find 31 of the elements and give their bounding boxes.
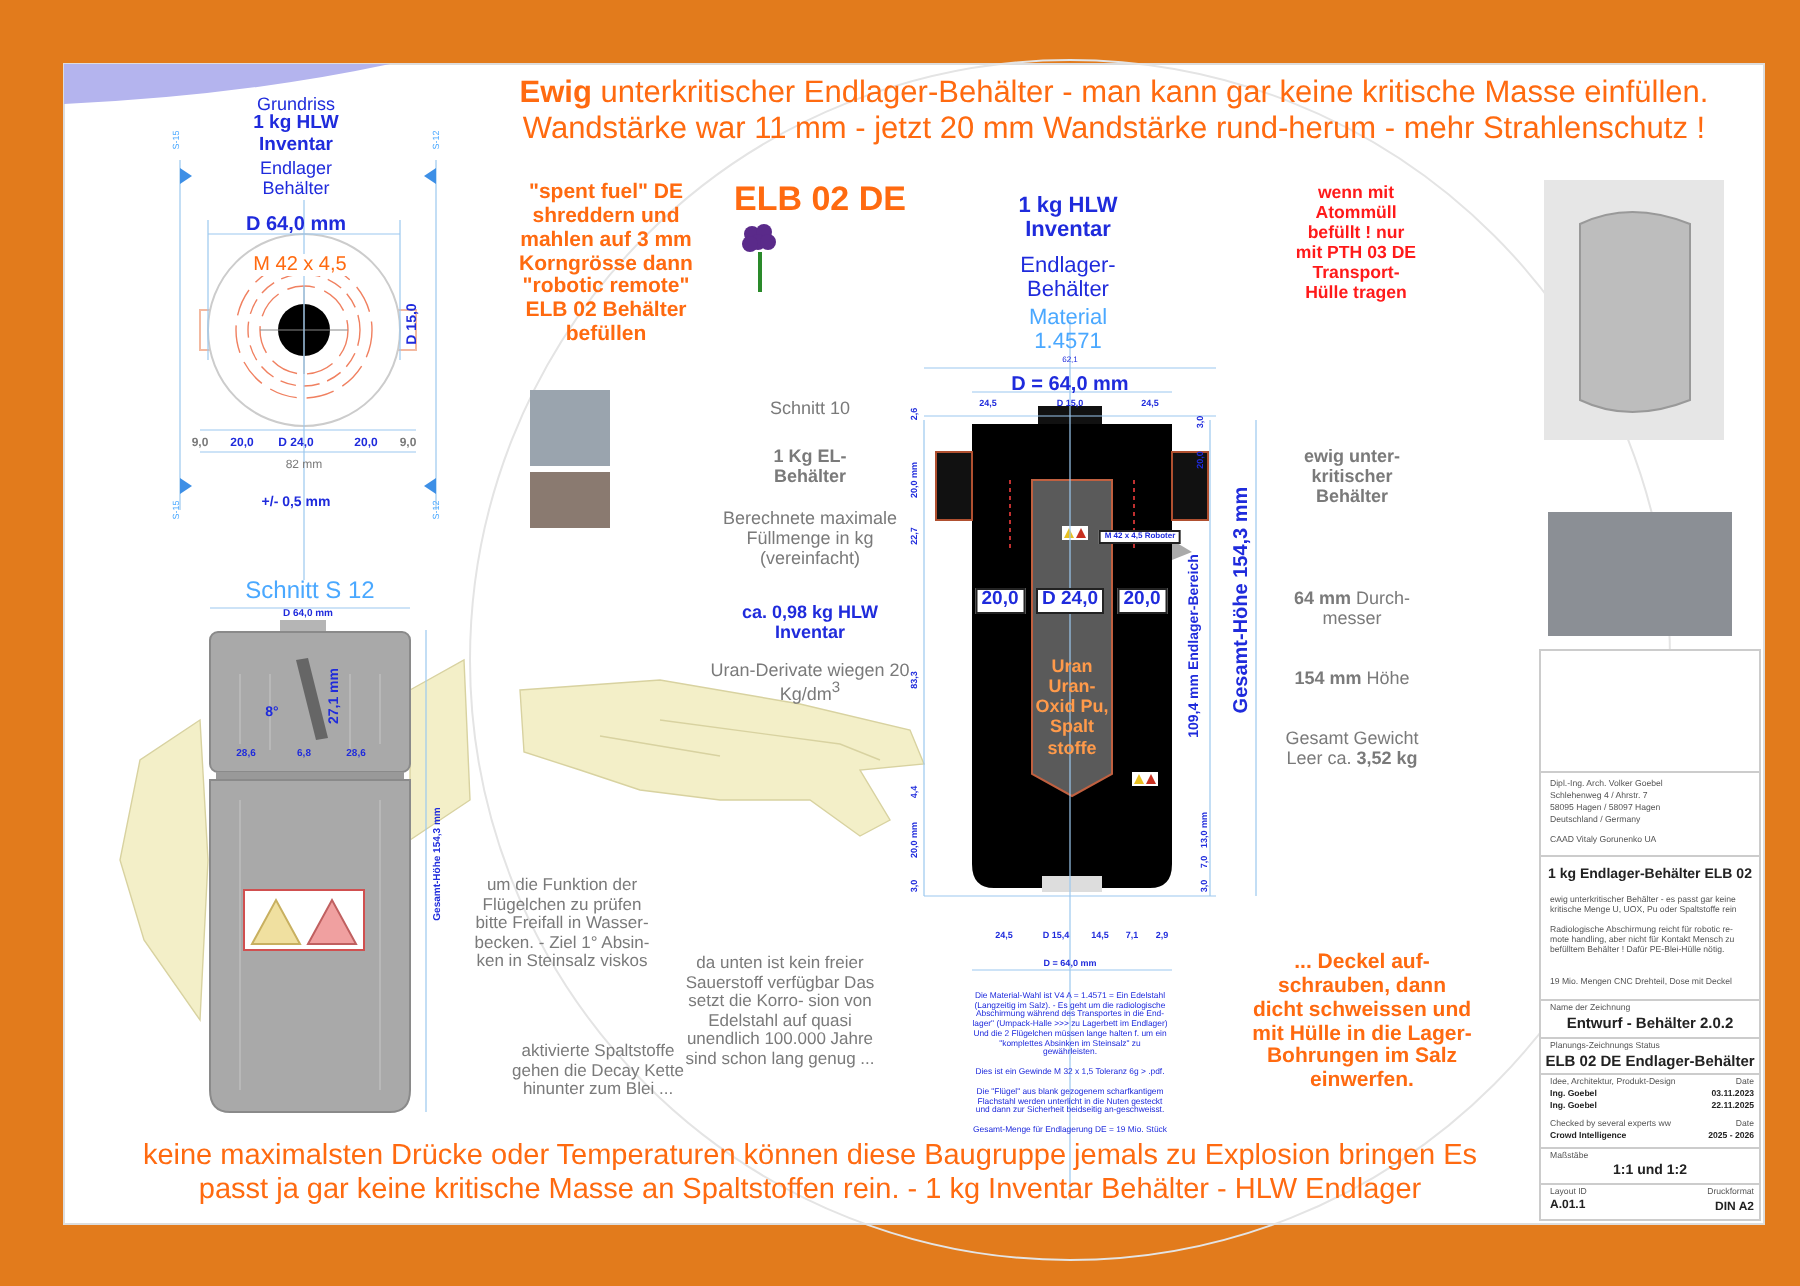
note-text: D 64,0 mm [245, 214, 347, 237]
note-text: 1 kg HLW Inventar [251, 114, 341, 157]
note-text: 1 kg HLW Inventar [1016, 194, 1120, 244]
heading: Ewig unterkritischer Endlager-Behälter - man kann gar keine kritische Masse einfüllen. Wandstärke war 11 mm - jetzt 20 mm Wandstärke rund-herum - mehr Strahlenschutz ! [517, 76, 1711, 146]
note-text: Material 1.4571 [1026, 306, 1110, 356]
note-text: M 42 x 4,5 [251, 254, 349, 277]
note-text: ewig unter- kritischer Behälter [1301, 446, 1402, 507]
note-text: Schnitt S 12 [245, 578, 375, 606]
note-text: 20,0 [975, 588, 1025, 614]
note-text: ELB 02 DE [734, 180, 906, 219]
caption: keine maximalsten Drücke oder Temperaturen können diese Baugruppe jemals zu Explosion bringen Es passt ja gar keine kritische Masse an Spaltstoffen rein. - 1 kg Inventar Behälter - HLW Endlager [140, 1140, 1480, 1207]
note-text: Endlager Behälter [257, 158, 335, 199]
note-text: Berechnete maximale Füllmenge in kg (vereinfacht) [720, 508, 900, 569]
note-text: um die Funktion der Flügelchen zu prüfen bitte Freifall in Wasser- becken. - Ziel 1° Absin- ken in Steinsalz viskos [472, 876, 652, 972]
note-text: Schnitt 10 [769, 398, 851, 419]
note-text: ca. 0,98 kg HLW Inventar [739, 602, 881, 643]
note-text: Uran-Derivate wiegen 20 Kg/dm$^{3}$ [710, 660, 910, 705]
note-text: 64 mm Durch- messer [1291, 588, 1413, 629]
note-text: Uran Uran- Oxid Pu, Spalt stoffe [1033, 656, 1111, 758]
note-text: Gesamt Gewicht Leer ca. 3,52 kg [1283, 728, 1421, 769]
note-text: D 24,0 [1036, 588, 1104, 614]
note-text: Grundriss [257, 94, 335, 114]
note-text: "spent fuel" DE shreddern und mahlen auf 3 mm Korngrösse dann "robotic remote" ELB 02 Behälter befüllen [517, 182, 695, 349]
note-text: D = 64,0 mm [1011, 374, 1129, 397]
note-text: Endlager- Behälter [1018, 254, 1118, 304]
note-text: 154 mm Höhe [1292, 668, 1412, 689]
note-text: 20,0 [1117, 588, 1167, 614]
note-text: Gesamt-Höhe 154,3 mm [1230, 486, 1254, 714]
note-text: ... Deckel auf- schrauben, dann dicht schweissen und mit Hülle in die Lager- Bohrungen im Salz einwerfen. [1252, 952, 1472, 1095]
note-text: 1 Kg EL- Behälter [771, 446, 849, 487]
note-text: wenn mit Atommüll befüllt ! nur mit PTH 03 DE Transport- Hülle tragen [1294, 184, 1418, 304]
